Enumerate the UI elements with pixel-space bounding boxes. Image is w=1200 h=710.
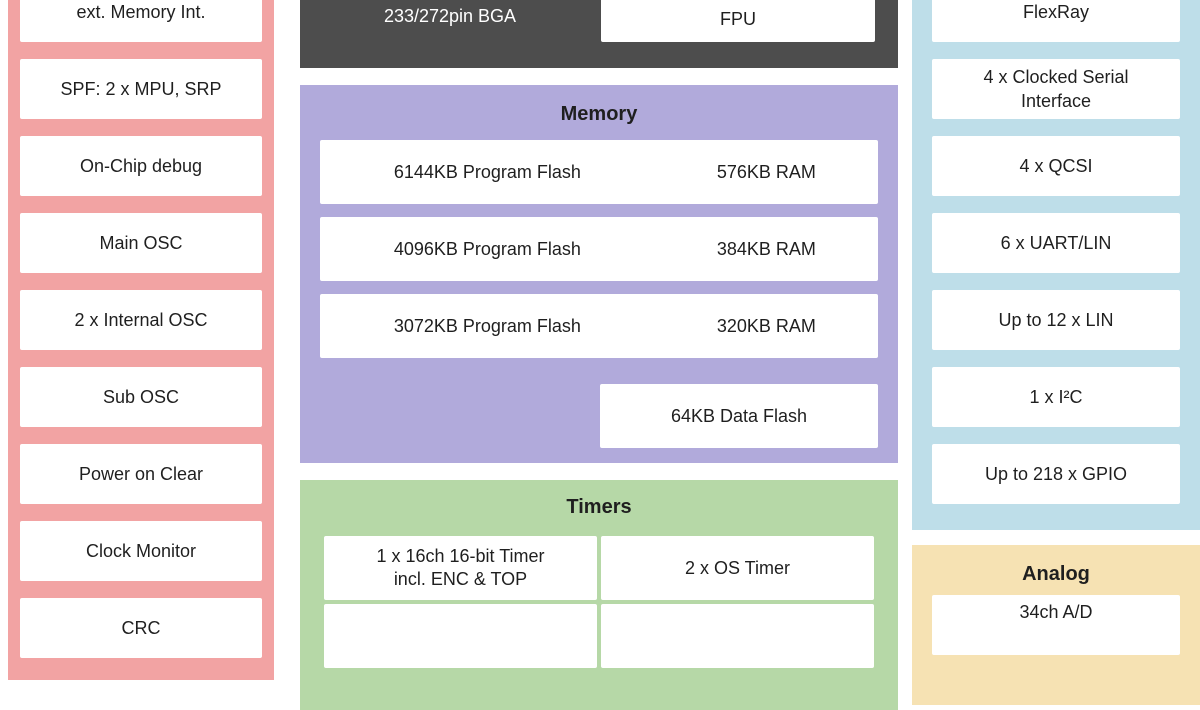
ram-label: 384KB RAM xyxy=(716,238,816,259)
comm-panel-item: 4 x Clocked Serial Interface xyxy=(932,59,1180,119)
left-panel-item: Main OSC xyxy=(20,213,262,273)
timer-encoder-line2: incl. ENC & TOP xyxy=(393,569,528,589)
program-flash-label: 3072KB Program Flash xyxy=(393,315,581,336)
left-panel-item: CRC xyxy=(20,598,262,658)
timer-cell-os: 2 x OS Timer xyxy=(601,536,874,600)
comm-panel-item: 1 x I²C xyxy=(932,367,1180,427)
timer-row: 1 x 16ch 16-bit Timer incl. ENC & TOP 2 … xyxy=(324,536,874,600)
fpu-label: FPU xyxy=(720,9,756,29)
program-flash-label: 4096KB Program Flash xyxy=(393,238,581,259)
left-panel-item: Clock Monitor xyxy=(20,521,262,581)
analog-title: Analog xyxy=(1022,563,1090,585)
memory-section: Memory 6144KB Program Flash 576KB RAM 40… xyxy=(300,85,898,463)
memory-rows: 6144KB Program Flash 576KB RAM 4096KB Pr… xyxy=(320,140,878,448)
peripheral-panel-left: ext. Memory Int. SPF: 2 x MPU, SRP On-Ch… xyxy=(8,0,274,680)
package-label: 233/272pin BGA xyxy=(383,6,517,26)
left-panel-item: Sub OSC xyxy=(20,367,262,427)
data-flash-label: 64KB Data Flash xyxy=(670,405,808,426)
memory-row: 3072KB Program Flash 320KB RAM xyxy=(320,294,878,358)
ram-label: 320KB RAM xyxy=(716,315,816,336)
timer-row xyxy=(324,604,874,668)
comm-panel-item: 6 x UART/LIN xyxy=(932,213,1180,273)
timer-rows: 1 x 16ch 16-bit Timer incl. ENC & TOP 2 … xyxy=(324,536,874,668)
comm-panel-item: Up to 218 x GPIO xyxy=(932,444,1180,504)
timer-cell-encoder: 1 x 16ch 16-bit Timer incl. ENC & TOP xyxy=(324,536,597,600)
left-panel-item: 2 x Internal OSC xyxy=(20,290,262,350)
timer-cell-clipped xyxy=(324,604,597,668)
comm-panel-item: FlexRay xyxy=(932,0,1180,42)
left-panel-item: On-Chip debug xyxy=(20,136,262,196)
timers-title: Timers xyxy=(566,496,632,518)
comm-panel-item: Up to 12 x LIN xyxy=(932,290,1180,350)
data-flash-box: 64KB Data Flash xyxy=(600,384,878,448)
comm-panel-item: 4 x QCSI xyxy=(932,136,1180,196)
memory-row: 6144KB Program Flash 576KB RAM xyxy=(320,140,878,204)
comm-panel-item-label: 4 x Clocked Serial Interface xyxy=(983,67,1129,111)
timer-os-label: 2 x OS Timer xyxy=(684,557,791,578)
left-panel-item: ext. Memory Int. xyxy=(20,0,262,42)
program-flash-label: 6144KB Program Flash xyxy=(393,161,581,182)
memory-title: Memory xyxy=(560,103,638,125)
left-panel-item: Power on Clear xyxy=(20,444,262,504)
analog-section: Analog 34ch A/D xyxy=(912,545,1200,705)
fpu-box: FPU xyxy=(601,0,875,42)
comm-panel: FlexRay 4 x Clocked Serial Interface 4 x… xyxy=(912,0,1200,530)
ram-label: 576KB RAM xyxy=(716,161,816,182)
cpu-package-block: 233/272pin BGA FPU xyxy=(300,0,898,68)
left-panel-item: SPF: 2 x MPU, SRP xyxy=(20,59,262,119)
timers-section: Timers 1 x 16ch 16-bit Timer incl. ENC &… xyxy=(300,480,898,710)
timer-encoder-line1: 1 x 16ch 16-bit Timer xyxy=(376,546,545,566)
adc-box: 34ch A/D xyxy=(932,595,1180,655)
memory-row: 4096KB Program Flash 384KB RAM xyxy=(320,217,878,281)
adc-label: 34ch A/D xyxy=(1019,602,1093,622)
timer-cell-clipped xyxy=(601,604,874,668)
